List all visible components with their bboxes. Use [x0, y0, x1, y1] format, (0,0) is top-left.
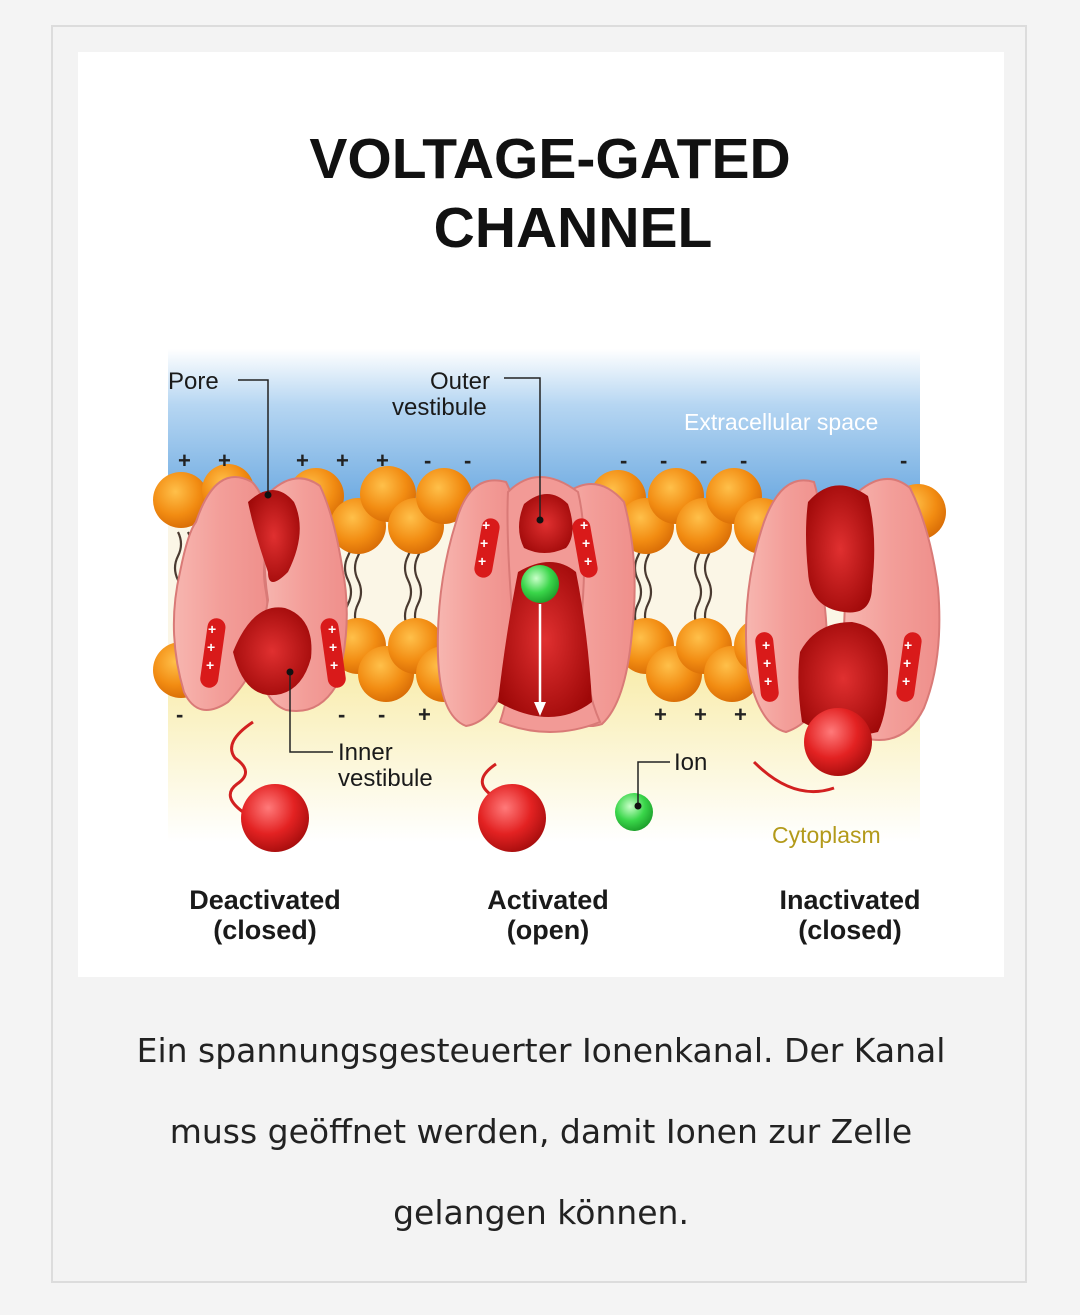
state-inactivated-line2: (closed) [798, 915, 902, 945]
svg-text:+: + [694, 702, 707, 727]
label-pore: Pore [168, 368, 219, 395]
svg-text:+: + [328, 621, 336, 637]
label-outer-line2: vestibule [392, 394, 487, 421]
svg-text:+: + [178, 448, 191, 473]
label-outer-line1: Outer [430, 368, 490, 395]
svg-text:+: + [296, 448, 309, 473]
label-inner-line2: vestibule [338, 765, 433, 792]
diagram-title-line1: VOLTAGE-GATED [309, 127, 790, 191]
diagram-figure: VOLTAGE-GATED CHANNEL [78, 52, 1004, 977]
inactivation-ball-1 [241, 784, 309, 852]
charges-cytoplasm: - - - + + + + [176, 702, 747, 727]
svg-text:-: - [660, 448, 667, 473]
svg-text:-: - [700, 448, 707, 473]
svg-text:+: + [902, 673, 910, 689]
svg-text:+: + [904, 637, 912, 653]
svg-text:+: + [336, 448, 349, 473]
state-inactivated-line1: Inactivated [779, 885, 920, 915]
svg-text:+: + [376, 448, 389, 473]
svg-text:+: + [482, 517, 490, 533]
label-inner-line1: Inner [338, 739, 393, 766]
label-cytoplasm: Cytoplasm [772, 822, 881, 848]
svg-text:+: + [330, 657, 338, 673]
svg-text:-: - [424, 448, 431, 473]
label-ion: Ion [674, 749, 707, 776]
svg-text:+: + [580, 517, 588, 533]
svg-text:+: + [763, 655, 771, 671]
svg-text:-: - [378, 702, 385, 727]
svg-text:+: + [208, 621, 216, 637]
svg-text:-: - [900, 448, 907, 473]
svg-text:-: - [338, 702, 345, 727]
channel-activated: + + + + + + [436, 476, 636, 852]
svg-text:+: + [478, 553, 486, 569]
inactivation-ball-3 [804, 708, 872, 776]
figure-caption: Ein spannungsgesteuerter Ionenkanal. Der… [136, 1031, 946, 1232]
svg-text:+: + [762, 637, 770, 653]
label-extracellular: Extracellular space [684, 409, 878, 435]
svg-text:+: + [654, 702, 667, 727]
voltage-gated-channel-diagram: VOLTAGE-GATED CHANNEL [153, 127, 946, 945]
channel-inactivated: + + + + + + [745, 478, 941, 794]
svg-text:+: + [734, 702, 747, 727]
state-activated-line1: Activated [487, 885, 609, 915]
leader-lines [238, 377, 670, 806]
svg-text:-: - [464, 448, 471, 473]
state-deactivated-line2: (closed) [213, 915, 317, 945]
state-activated-line2: (open) [507, 915, 589, 945]
figure-card: VOLTAGE-GATED CHANNEL [51, 25, 1027, 1283]
inactivation-ball-2 [478, 784, 546, 852]
free-ion [615, 793, 653, 831]
svg-text:+: + [764, 673, 772, 689]
svg-text:+: + [207, 639, 215, 655]
state-deactivated-line1: Deactivated [189, 885, 341, 915]
svg-text:+: + [206, 657, 214, 673]
charges-extracellular: + + + + + - - - - - - - [178, 448, 907, 473]
svg-text:+: + [903, 655, 911, 671]
svg-text:-: - [176, 702, 183, 727]
leader-dots [264, 491, 642, 810]
svg-text:+: + [329, 639, 337, 655]
svg-text:-: - [740, 448, 747, 473]
svg-text:-: - [620, 448, 627, 473]
svg-text:+: + [582, 535, 590, 551]
svg-text:+: + [218, 448, 231, 473]
svg-text:+: + [480, 535, 488, 551]
svg-text:+: + [418, 702, 431, 727]
svg-text:+: + [584, 553, 592, 569]
ion-in-pore [521, 565, 559, 603]
diagram-title-line2: CHANNEL [434, 196, 713, 260]
